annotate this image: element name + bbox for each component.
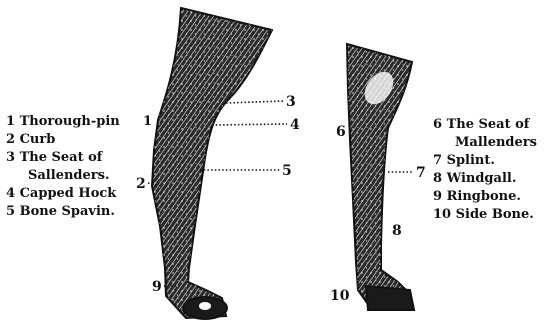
callout-8: 8 <box>392 223 402 239</box>
hind-leg-illustration <box>152 8 272 319</box>
right-legend: 6 The Seat of Mallenders 7 Splint. 8 Win… <box>433 116 537 224</box>
callout-6: 6 <box>336 124 346 140</box>
legend-item: 1 Thorough-pin <box>6 113 120 131</box>
callout-7: 7 <box>416 165 426 181</box>
callout-3: 3 <box>286 94 296 110</box>
legend-item: Sallenders. <box>6 167 120 185</box>
callout-5: 5 <box>282 163 292 179</box>
callout-9: 9 <box>152 279 162 295</box>
legend-item: 4 Capped Hock <box>6 185 120 203</box>
legend-item: 2 Curb <box>6 131 120 149</box>
leader-4 <box>212 124 287 125</box>
legend-item: 3 The Seat of <box>6 149 120 167</box>
callout-1: 1 <box>143 114 152 129</box>
legend-item: 7 Splint. <box>433 152 537 170</box>
left-legend: 1 Thorough-pin 2 Curb 3 The Seat of Sall… <box>6 113 120 221</box>
callout-10: 10 <box>330 288 350 304</box>
legend-item: Mallenders <box>433 134 537 152</box>
callout-2: 2 <box>136 176 146 192</box>
leader-3 <box>226 101 284 103</box>
callout-4: 4 <box>290 117 300 133</box>
legend-item: 9 Ringbone. <box>433 188 537 206</box>
fore-leg-illustration <box>347 44 414 310</box>
legend-item: 8 Windgall. <box>433 170 537 188</box>
legend-item: 6 The Seat of <box>433 116 537 134</box>
legend-item: 10 Side Bone. <box>433 206 537 224</box>
fore-hoof <box>366 286 414 310</box>
legend-item: 5 Bone Spavin. <box>6 203 120 221</box>
